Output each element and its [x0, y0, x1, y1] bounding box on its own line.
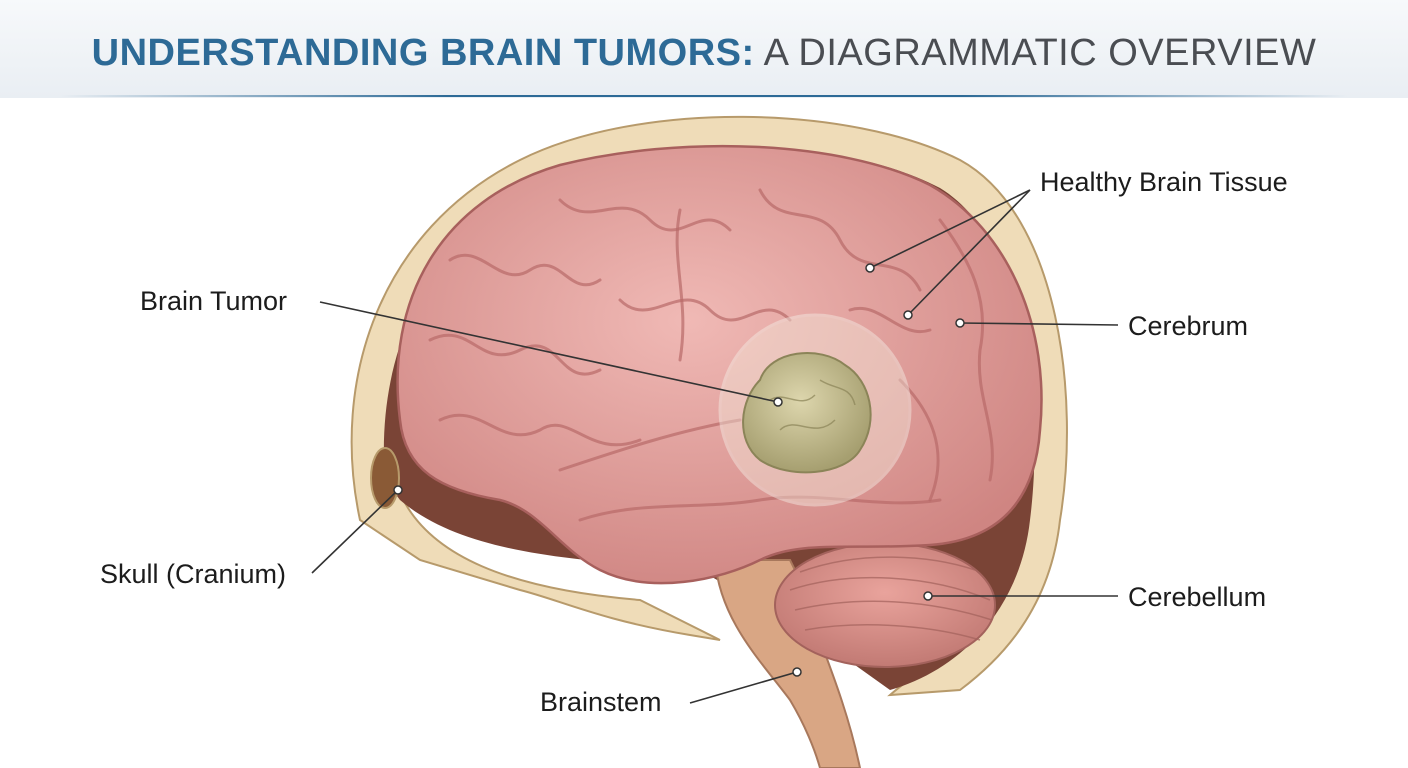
- skull-sinus: [370, 447, 400, 509]
- title-light: A DIAGRAMMATIC OVERVIEW: [754, 32, 1317, 74]
- label-cerebrum: Cerebrum: [1128, 311, 1248, 341]
- cerebellum: [774, 542, 996, 668]
- brain-tumor: [742, 352, 872, 474]
- cerebrum: [396, 144, 1043, 585]
- tumor-texture: [769, 379, 856, 431]
- cerebellum-folia: [789, 556, 993, 641]
- label-brain-tumor: Brain Tumor: [140, 286, 287, 316]
- title-strong: UNDERSTANDING BRAIN TUMORS:: [91, 32, 755, 74]
- page-title: UNDERSTANDING BRAIN TUMORS: A DIAGRAMMAT…: [0, 32, 1408, 75]
- label-skull: Skull (Cranium): [100, 559, 286, 589]
- label-cerebellum: Cerebellum: [1128, 582, 1266, 612]
- label-healthy-brain-tissue: Healthy Brain Tissue: [1040, 167, 1288, 197]
- title-divider: [60, 95, 1348, 97]
- leader-lines: [311, 189, 1119, 704]
- title-banner: [0, 0, 1408, 98]
- brain-gyri: [428, 188, 994, 522]
- label-brainstem: Brainstem: [540, 687, 662, 717]
